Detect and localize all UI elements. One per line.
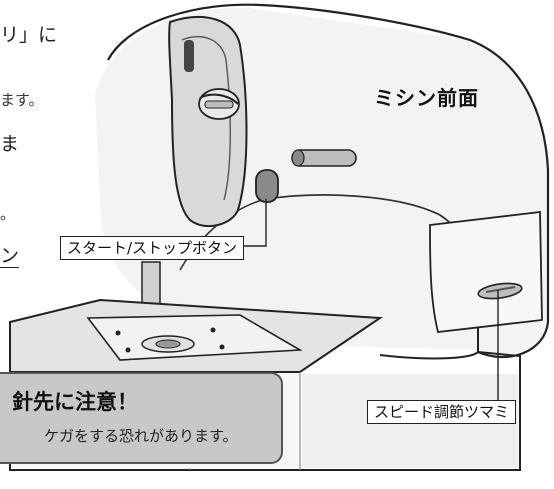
warning-title: 針先に注意！	[12, 390, 138, 414]
cutoff-text-line-2: ます。	[0, 91, 44, 109]
speed-knob-label: スピード調節ツマミ	[367, 400, 517, 424]
start-stop-button-label: スタート/ストップボタン	[60, 236, 245, 260]
cutoff-text-line-5-text: ン	[0, 245, 20, 268]
cutoff-text-line-3: ま	[0, 133, 20, 155]
machine-front-label: ミシン前面	[374, 86, 479, 110]
needle-warning-box: 針先に注意！ ケガをする恐れがあります。	[0, 372, 283, 464]
cutoff-text-line-1: リ」に	[0, 24, 58, 46]
cutoff-text-line-5: ン	[0, 245, 20, 268]
cutoff-text-line-4: 。	[0, 205, 16, 223]
warning-body: ケガをする恐れがあります。	[44, 427, 238, 445]
